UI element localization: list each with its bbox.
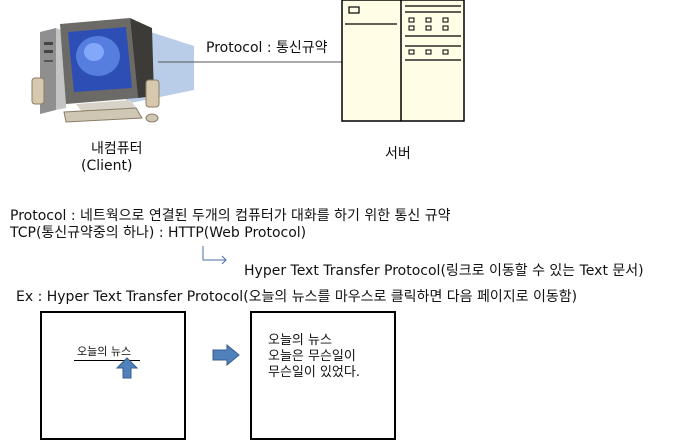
cursor-arrow-icon [116, 357, 138, 379]
http-expansion: Hyper Text Transfer Protocol(링크로 이동할 수 있… [244, 263, 644, 279]
news-body-line-1: 오늘은 무슨일이 [268, 349, 356, 364]
server-label: 서버 [385, 146, 411, 162]
server-icon [341, 0, 465, 122]
protocol-label: Protocol : 통신규약 [206, 40, 328, 56]
pointer-connector [202, 246, 227, 264]
definition-line-1: Protocol : 네트웍으로 연결된 두개의 컴퓨터가 대화를 하기 위한 … [10, 208, 451, 224]
link-underline [74, 360, 140, 361]
news-title: 오늘의 뉴스 [268, 333, 332, 348]
news-body-line-2: 무슨일이 있었다. [268, 365, 360, 380]
connection-line [158, 61, 344, 63]
client-sub-label: (Client) [81, 158, 133, 174]
right-page-box: 오늘의 뉴스 오늘은 무슨일이 무슨일이 있었다. [250, 311, 396, 440]
client-label: 내컴퓨터 [91, 141, 143, 157]
computer-icon [31, 18, 194, 123]
definition-line-2: TCP(통신규약중의 하나) : HTTP(Web Protocol) [10, 225, 307, 241]
right-arrow-icon [212, 344, 240, 366]
example-line: Ex : Hyper Text Transfer Protocol(오늘의 뉴스… [16, 289, 578, 305]
left-page-box: 오늘의 뉴스 [40, 311, 186, 440]
news-link[interactable]: 오늘의 뉴스 [77, 345, 132, 358]
